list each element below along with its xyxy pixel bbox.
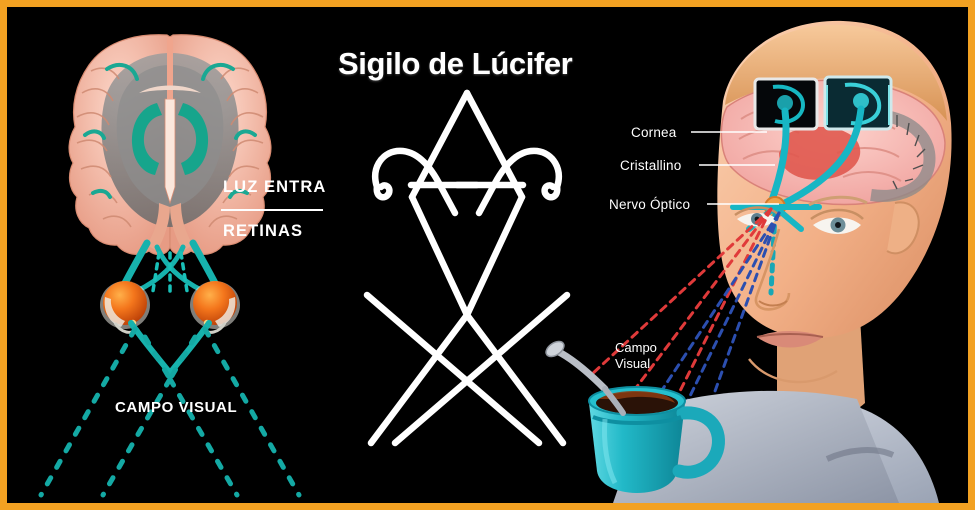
brain-coronal-section [68, 34, 272, 256]
coffee-cup [545, 340, 725, 493]
field-ray-outer-right [202, 326, 302, 498]
sigil-left-curl-tip [373, 182, 393, 201]
blue-ray-mid [671, 211, 781, 433]
red-ray-inner [665, 207, 773, 419]
label-campo-visual-left: CAMPO VISUAL [115, 399, 238, 416]
sigil-right-hook [475, 147, 562, 217]
label-cornea: Cornea [631, 125, 677, 140]
sigil-left-hook [372, 147, 459, 217]
left-lateral-ventricle [131, 103, 162, 175]
sigil-lower-stroke-a [363, 291, 543, 447]
striated-band [870, 109, 936, 202]
blue-ray-inner [703, 211, 781, 421]
campo-visual-line-1: Campo [615, 340, 657, 355]
field-ray-inner-right [167, 334, 198, 382]
jawline [748, 358, 838, 384]
field-ray-outer-left [38, 326, 138, 498]
label-nervo-optico: Nervo Óptico [609, 197, 691, 212]
brainstem-right [170, 203, 193, 251]
face-features [734, 195, 920, 384]
interhemispheric-fissure [167, 37, 173, 99]
hair [725, 24, 947, 121]
campo-visual-line-2: Visual [615, 355, 651, 371]
cup-handle [672, 406, 725, 479]
optic-nerve-paths [767, 105, 865, 209]
sigil-bottom-left-leg [367, 311, 471, 447]
illustration-canvas: LUZ ENTRA RETINAS CAMPO VISUAL Sigilo de… [7, 7, 968, 503]
sigil-of-lucifer-svg [363, 89, 571, 447]
spoon-handle [553, 347, 609, 393]
eyebrow [808, 195, 868, 207]
left-eyeball [100, 281, 150, 334]
label-divider [221, 209, 323, 211]
teal-sulci-highlights [83, 62, 257, 199]
field-ray-cross-left [100, 376, 173, 498]
sigil-right-descender [463, 193, 526, 319]
optic-nerve-stubs [128, 320, 212, 376]
sigil-apex-right-leg [463, 89, 526, 201]
sigil-right-curl-tip [541, 182, 561, 201]
head-anatomy-diagram [527, 7, 968, 503]
sigil-lower-stroke-b [391, 291, 571, 447]
spoon-in-cup [602, 386, 626, 416]
label-luz-entra: LUZ ENTRA [223, 178, 327, 196]
right-eyeball [190, 281, 240, 334]
spoon-bowl [545, 340, 565, 358]
sigil-bottom-right-leg [463, 311, 567, 447]
head-anatomy-svg [545, 20, 952, 503]
sigil-left-descender [408, 193, 471, 319]
cup-stripe [592, 415, 682, 425]
right-lateral-ventricle [178, 103, 209, 175]
label-campo-visual-right: Campo Visual [615, 340, 677, 372]
label-cristallino: Cristallino [620, 158, 682, 173]
field-ray-cross-right [167, 376, 240, 498]
sigil-apex-left-leg [408, 89, 471, 201]
red-ray-upper [589, 207, 773, 377]
cup-highlight [602, 418, 618, 485]
visual-pathway-svg [38, 34, 302, 498]
red-ray-lower [621, 207, 773, 407]
chiasm-dashed-lines [151, 251, 189, 293]
midline-third-ventricle [164, 98, 176, 205]
brain-cutaway [720, 75, 946, 296]
label-retinas: RETINAS [223, 222, 304, 240]
visual-pathway-diagram [7, 7, 337, 503]
ear [886, 201, 920, 255]
eye-cross-sections [772, 82, 890, 126]
coffee-highlight [599, 391, 675, 403]
table-shadow [825, 447, 895, 462]
visual-field-rays [38, 326, 302, 498]
corpus-callosum [139, 85, 201, 93]
sigil-of-lucifer [337, 77, 597, 467]
field-ray-inner-left [142, 334, 173, 382]
sight-lines-red [589, 207, 773, 419]
page-title: Sigilo de Lúcifer [338, 46, 573, 81]
brainstem-left [147, 203, 170, 251]
